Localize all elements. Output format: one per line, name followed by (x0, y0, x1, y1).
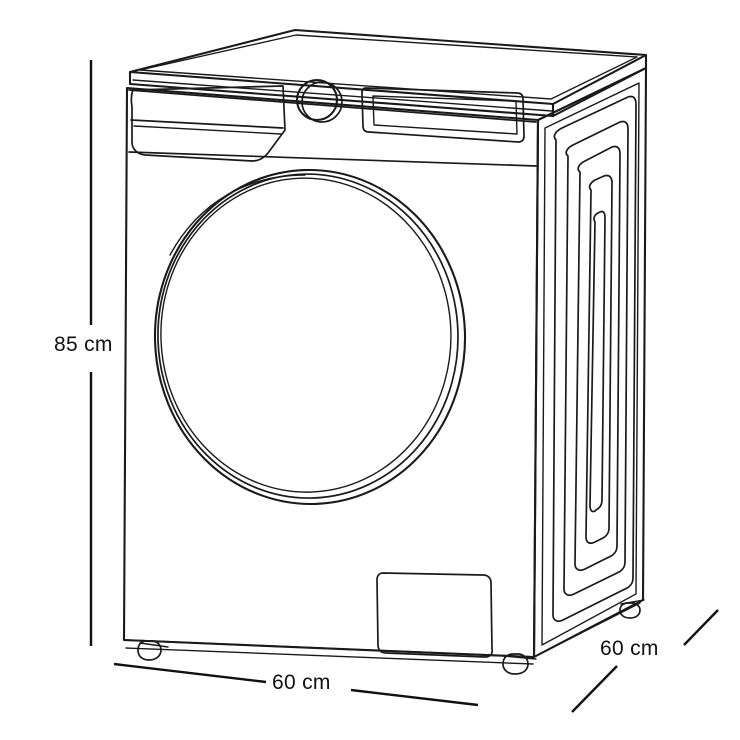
height-dimension-label: 85 cm (54, 333, 113, 356)
filter-access-flap[interactable] (376, 572, 494, 658)
porthole-door[interactable] (149, 165, 470, 510)
top-lid (128, 28, 648, 118)
door-glass (160, 177, 452, 493)
control-panel (128, 89, 537, 123)
side-panel (532, 66, 648, 659)
detergent-drawer[interactable] (130, 85, 286, 162)
width-dimension-label: 60 cm (272, 671, 331, 694)
depth-dimension-line (571, 609, 719, 713)
program-selector-knob[interactable] (295, 78, 343, 123)
front-body (122, 86, 540, 659)
base-plinth (123, 602, 641, 665)
adjustable-feet (137, 599, 645, 675)
width-dimension-line (113, 662, 479, 707)
depth-dimension-label: 60 cm (600, 637, 659, 660)
control-display-panel[interactable] (361, 87, 525, 143)
